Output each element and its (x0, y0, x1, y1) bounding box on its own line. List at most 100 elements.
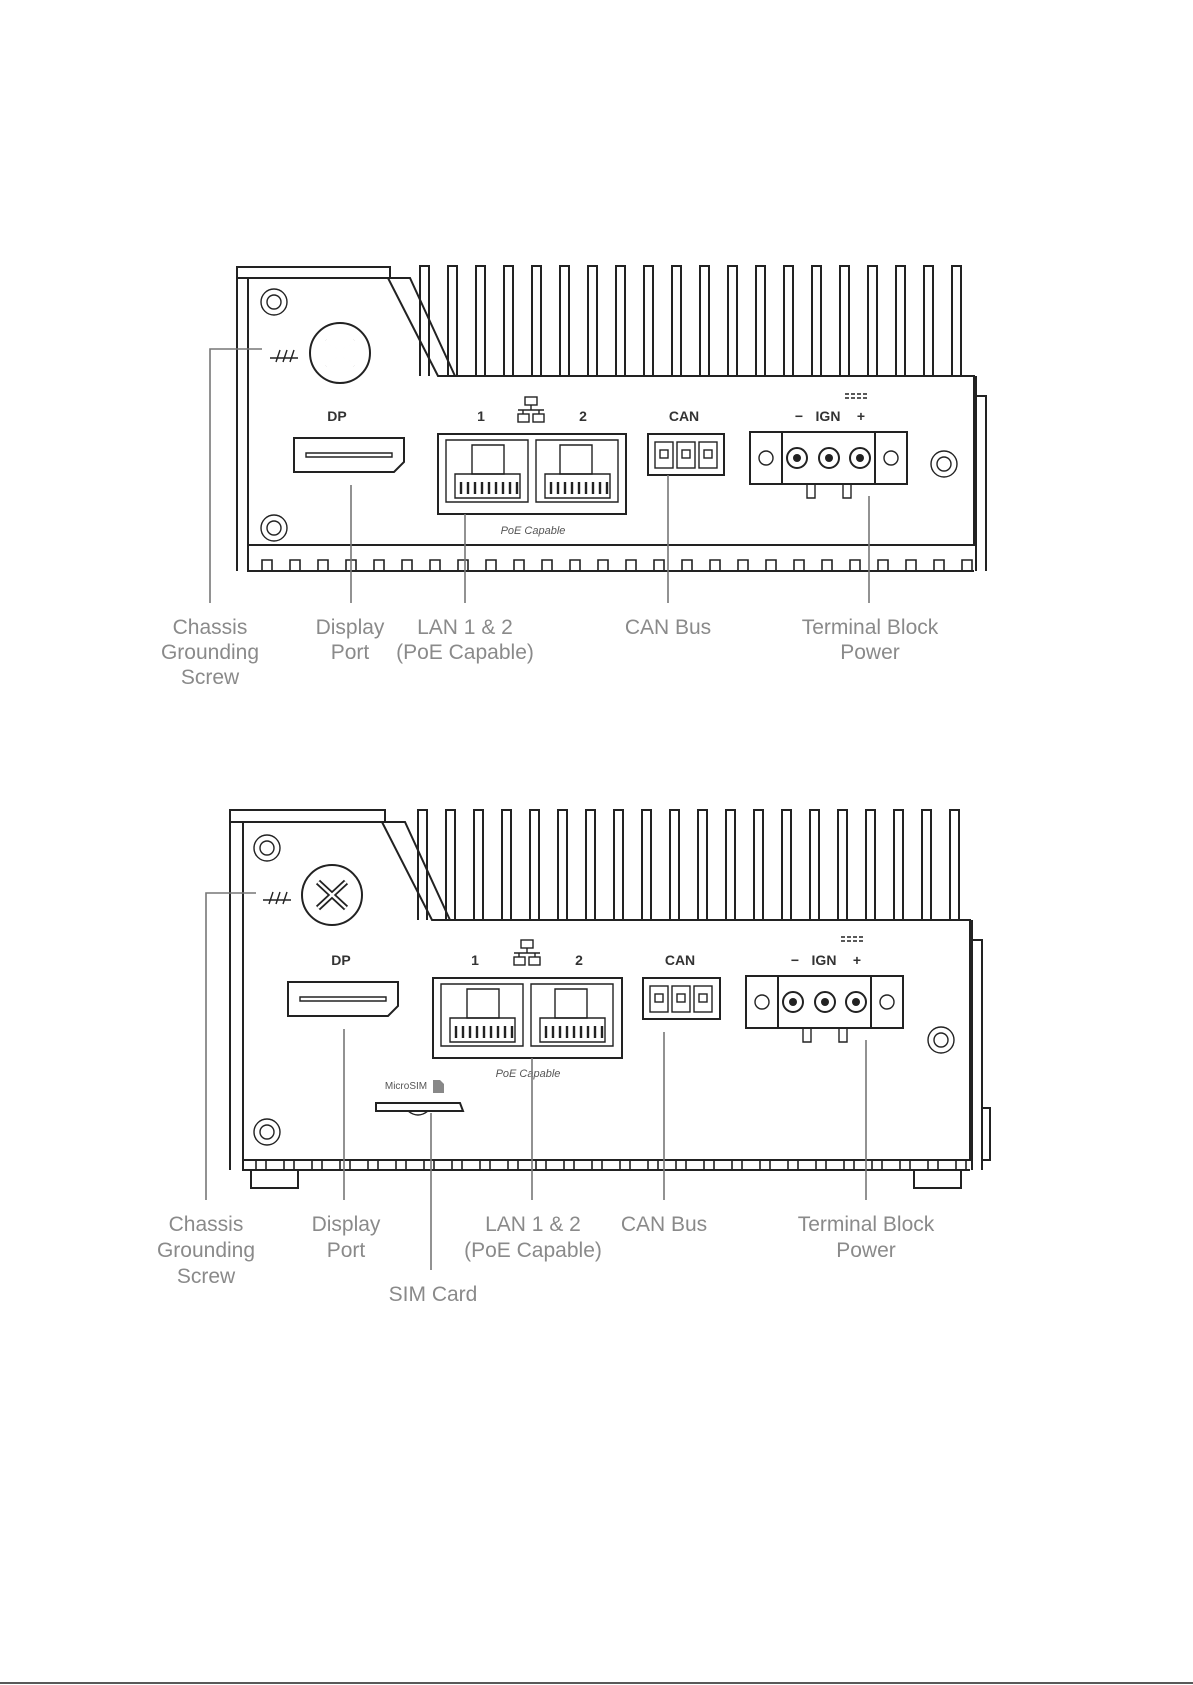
bottom-vent-slot (290, 560, 300, 571)
sim-card-icon (433, 1080, 444, 1093)
bottom-vent-slot (934, 560, 944, 571)
bottom-vent-slot (340, 1160, 350, 1170)
bottom-vent-slot (704, 1160, 714, 1170)
bottom-vent-slot (962, 560, 972, 571)
terminal-block-1: − IGN + (750, 394, 907, 498)
bottom-vent-slot (458, 560, 468, 571)
callout-chassis-line-3: Screw (181, 666, 240, 689)
ign-label-2: IGN (812, 952, 837, 968)
lan-1-number-2: 1 (471, 952, 479, 968)
rj45-jack-4 (531, 984, 613, 1046)
heatsink-fin (448, 266, 457, 376)
plus-label: + (857, 408, 865, 424)
callouts-1: Chassis Grounding Screw Display Port LAN… (161, 616, 939, 689)
microsim-slot: MicroSIM (376, 1080, 463, 1115)
corner-screw-right-2 (928, 1027, 954, 1053)
lan-1-number: 1 (477, 408, 485, 424)
heatsink-fin (728, 266, 737, 376)
heatsink-fin (420, 266, 429, 376)
bottom-vent-slot (928, 1160, 938, 1170)
bottom-vent-slot (396, 1160, 406, 1170)
heatsink-fin (614, 810, 623, 920)
bottom-vent-slot (676, 1160, 686, 1170)
heatsink-fin (474, 810, 483, 920)
bottom-vent-slot (844, 1160, 854, 1170)
heatsink-fin (838, 810, 847, 920)
callout-display-line-1: Display (316, 616, 385, 639)
ground-symbol-icon-2 (263, 892, 291, 904)
heatsink-fin (726, 810, 735, 920)
heatsink-fin (642, 810, 651, 920)
bottom-vent-slot (738, 560, 748, 571)
callout-can-bus: CAN Bus (625, 616, 711, 639)
callouts-2: Chassis Grounding Screw Display Port SIM… (157, 1213, 935, 1306)
rj45-jack-2 (536, 440, 618, 502)
callout-lan-line-2-2: (PoE Capable) (464, 1239, 602, 1262)
bottom-vent-slot (654, 560, 664, 571)
bottom-vent-slot (430, 560, 440, 571)
network-icon-2 (514, 940, 540, 965)
heatsink-fin (504, 266, 513, 376)
bottom-vent-slot (486, 560, 496, 571)
bottom-vent-slot (508, 1160, 518, 1170)
bottom-vent-slot (788, 1160, 798, 1170)
ground-symbol-icon (270, 350, 298, 362)
heatsink-fin (812, 266, 821, 376)
heatsink-fin (784, 266, 793, 376)
corner-screw-top-left-2 (254, 835, 280, 861)
bottom-vent-slot (542, 560, 552, 571)
plus-label-2: + (853, 952, 861, 968)
can-label-2: CAN (665, 952, 695, 968)
heatsink-fin (840, 266, 849, 376)
bottom-vent-slot (312, 1160, 322, 1170)
callout-chassis-line-2-2: Grounding (157, 1239, 255, 1262)
lan-ports-2: 1 2 PoE Capable (433, 940, 622, 1080)
bottom-vent-slot (536, 1160, 546, 1170)
bottom-vent-slot (514, 560, 524, 571)
bottom-vent-slot (732, 1160, 742, 1170)
callout-sim-card: SIM Card (389, 1283, 478, 1306)
displayport-connector-2: DP (288, 952, 398, 1016)
bottom-vent-slot (424, 1160, 434, 1170)
diagram-2: DP 1 2 (157, 810, 990, 1306)
bottom-vent-slot (480, 1160, 490, 1170)
bottom-vent-slot (620, 1160, 630, 1170)
heatsink-fin (616, 266, 625, 376)
callout-display-line-2: Port (331, 641, 370, 664)
bottom-vent-slot (794, 560, 804, 571)
bottom-vent-slot (402, 560, 412, 571)
dp-label-2: DP (331, 952, 350, 968)
callout-chassis-line-2: Grounding (161, 641, 259, 664)
terminal-block-2: − IGN + (746, 937, 903, 1042)
bottom-vent-slot (284, 1160, 294, 1170)
bottom-vent-slot (570, 560, 580, 571)
callout-terminal-line-2-2: Power (836, 1239, 896, 1262)
bottom-vent-slot (872, 1160, 882, 1170)
minus-label-2: − (791, 952, 799, 968)
corner-screw-bottom-left-1 (261, 515, 287, 541)
heatsink-fin (698, 810, 707, 920)
bottom-vent-slot (906, 560, 916, 571)
poe-capable-label-2: PoE Capable (496, 1068, 561, 1080)
bottom-vent-slot (318, 560, 328, 571)
heatsink-fin (952, 266, 961, 376)
bottom-vent-slot (598, 560, 608, 571)
bottom-vent-slot (850, 560, 860, 571)
leader-lines-1 (210, 349, 869, 603)
callout-lan-line-1: LAN 1 & 2 (417, 616, 513, 639)
poe-capable-label: PoE Capable (501, 525, 566, 537)
heatsink-fin (924, 266, 933, 376)
can-connector-1: CAN (648, 408, 724, 475)
bottom-vent-slot (682, 560, 692, 571)
heatsink-fin (530, 810, 539, 920)
heatsink-fin (810, 810, 819, 920)
displayport-connector-1: DP (294, 408, 404, 472)
heatsink-fin (446, 810, 455, 920)
ign-label: IGN (816, 408, 841, 424)
bottom-vent-slot (564, 1160, 574, 1170)
heatsink-fin (868, 266, 877, 376)
bottom-vent-slot (648, 1160, 658, 1170)
heatsink-fins-1 (420, 266, 961, 376)
lan-2-number-2: 2 (575, 952, 583, 968)
heatsink-fin (922, 810, 931, 920)
